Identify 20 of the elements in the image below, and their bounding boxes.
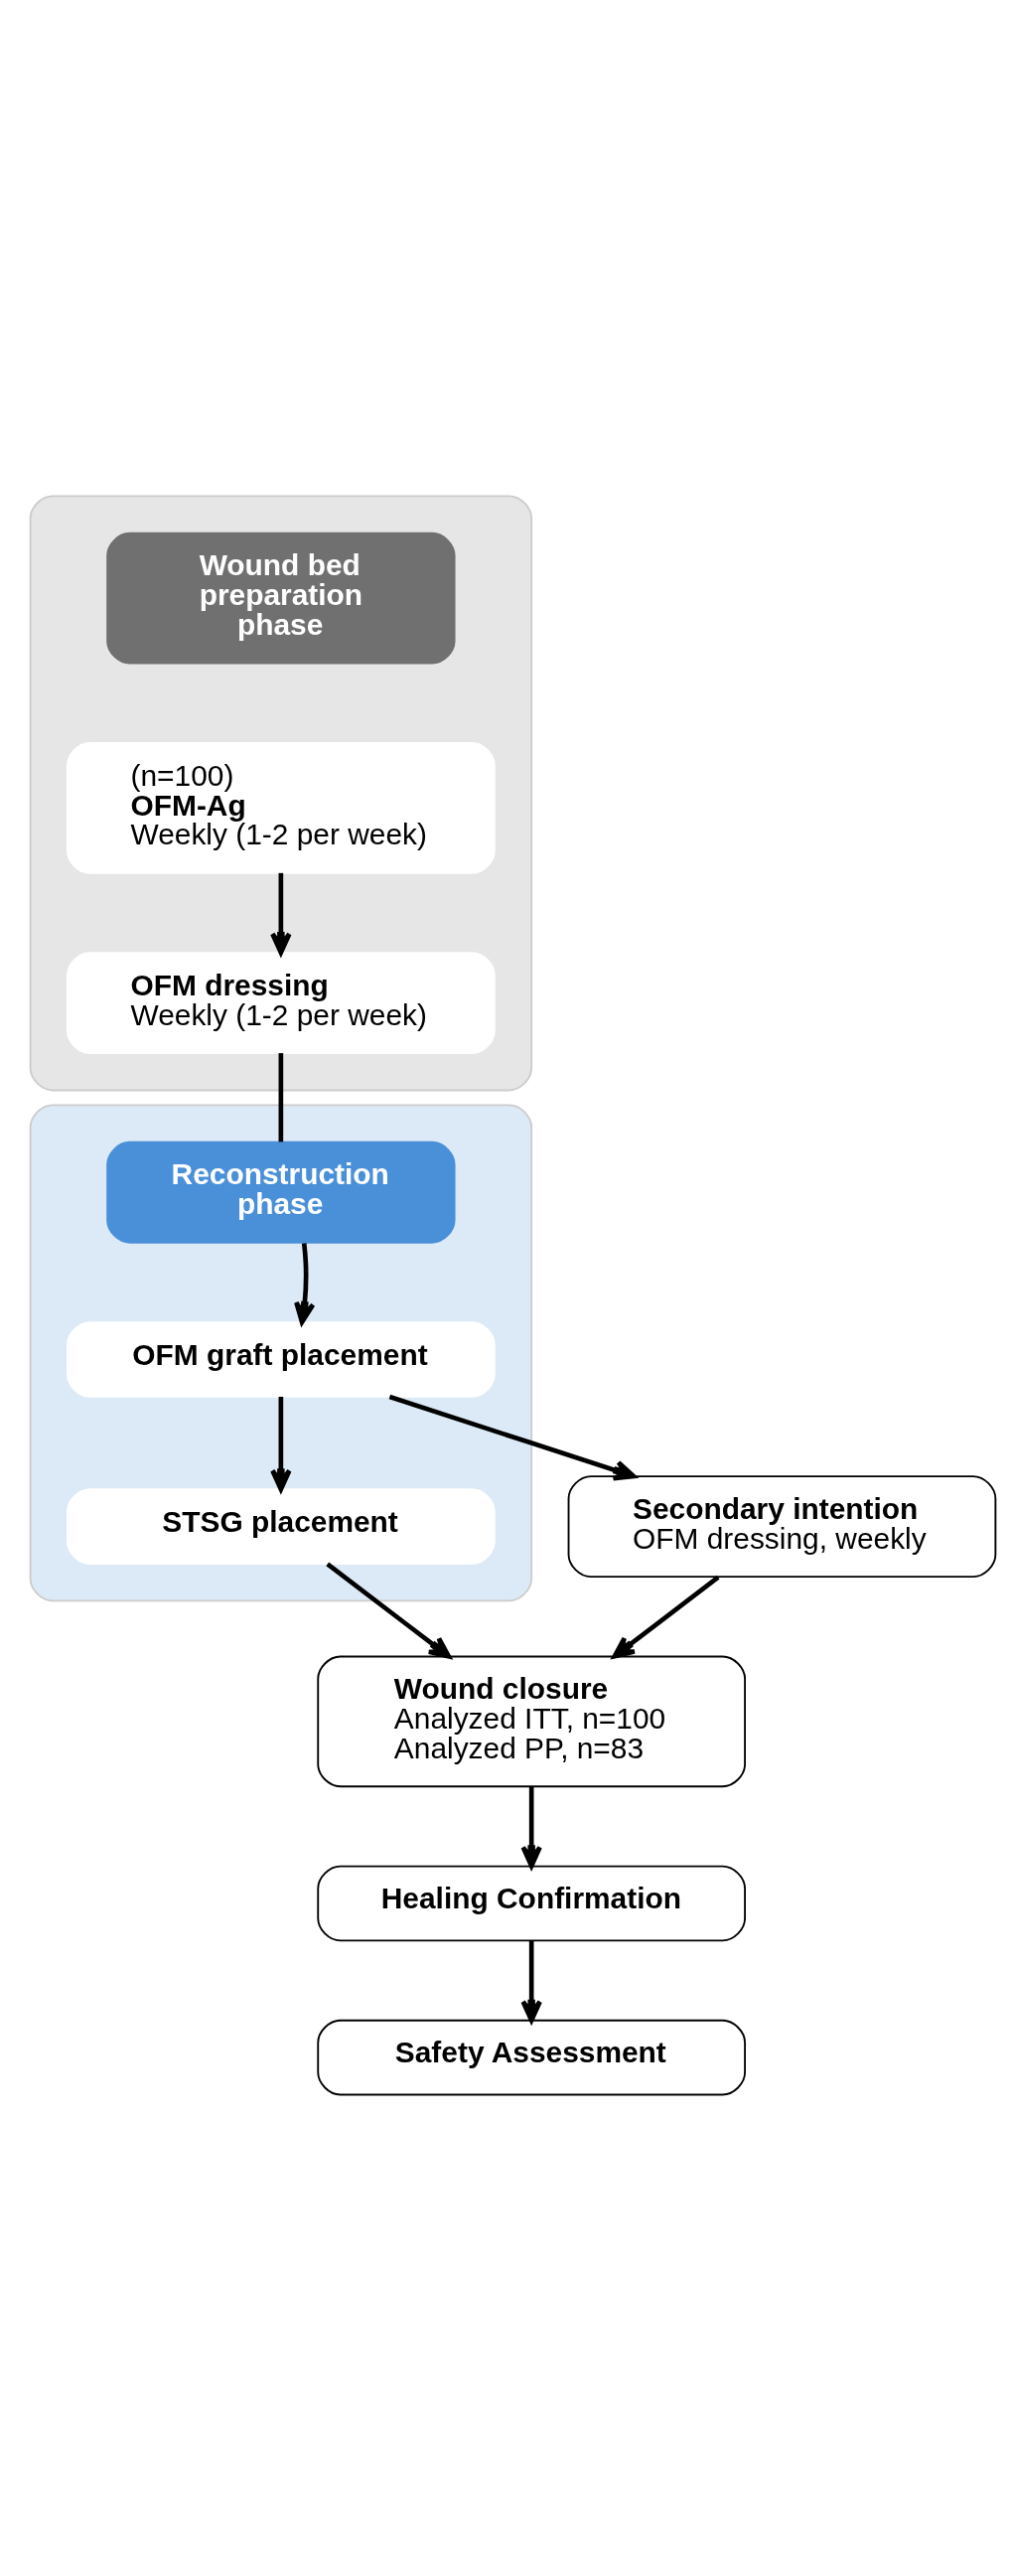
cluster	[29, 495, 533, 1092]
connector	[278, 1053, 284, 1142]
arrow	[612, 1575, 720, 1659]
node-box: OFM graft placement	[67, 1321, 496, 1398]
node-box: Safety Assessment	[317, 2019, 746, 2096]
node-box: Secondary intention OFM dressing, weekly	[567, 1475, 997, 1579]
arrow	[294, 1243, 316, 1325]
node-box: (n=100) OFM-Ag Weekly (1-2 per week)	[67, 742, 496, 874]
node-box: Wound closure Analyzed ITT, n=100 Analyzed PP, n=83	[317, 1655, 746, 1788]
arrow	[270, 872, 292, 956]
arrow	[270, 1397, 292, 1492]
arrow	[520, 1786, 542, 1869]
node-box: Reconstruction phase	[106, 1140, 456, 1244]
cluster	[29, 1104, 533, 1602]
arrow	[388, 1394, 637, 1481]
node-box: STSG placement	[67, 1488, 496, 1565]
arrow	[326, 1562, 452, 1659]
node-box: Wound bed preparation phase	[106, 531, 456, 665]
node-box: Healing Confirmation	[317, 1865, 746, 1942]
node-box: OFM dressing Weekly (1-2 per week)	[67, 952, 496, 1055]
